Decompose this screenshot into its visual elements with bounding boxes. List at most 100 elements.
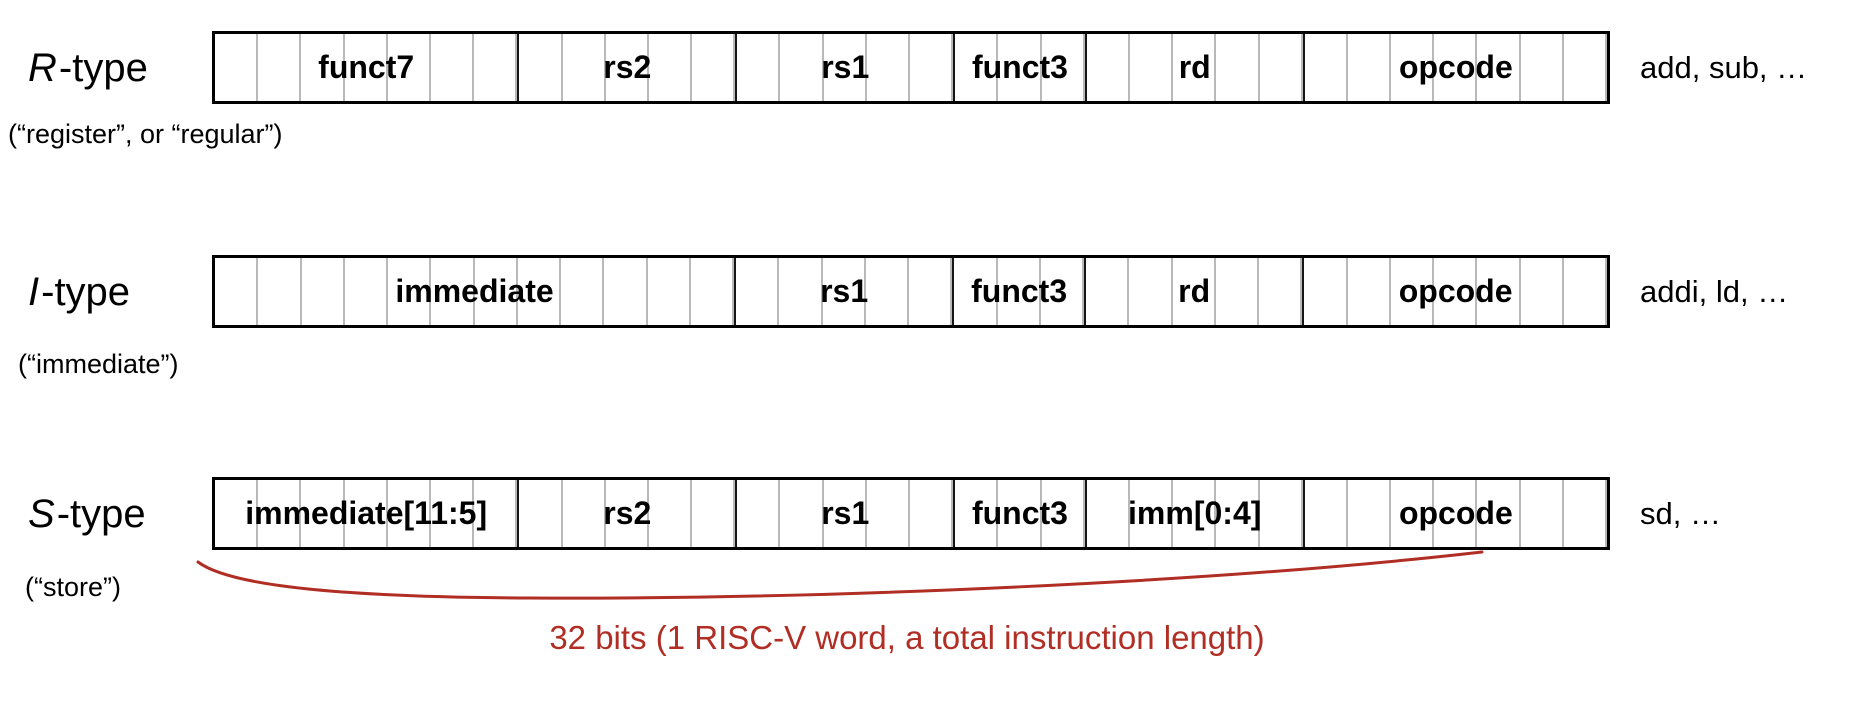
field-rs2: rs2 xyxy=(517,480,736,547)
field-rs1: rs1 xyxy=(735,480,954,547)
field-opcode: opcode xyxy=(1302,34,1607,101)
field-rs1: rs1 xyxy=(734,258,953,325)
bit-cell xyxy=(345,34,388,101)
bit-cell xyxy=(824,34,867,101)
row-subtitle-s-type: (“store”) xyxy=(25,572,121,602)
bit-cell xyxy=(606,480,649,547)
bit-cell xyxy=(518,258,561,325)
bit-cell xyxy=(215,258,259,325)
bit-cell xyxy=(1477,258,1521,325)
bit-cell xyxy=(1086,258,1130,325)
row-label-suffix: -type xyxy=(56,491,146,536)
bit-cell xyxy=(563,34,606,101)
bit-cell xyxy=(998,34,1042,101)
field-funct7: funct7 xyxy=(215,34,518,101)
bit-cell xyxy=(780,34,824,101)
bit-cell xyxy=(345,480,388,547)
bit-cell xyxy=(561,258,605,325)
bit-cell xyxy=(474,34,518,101)
bit-cell xyxy=(1391,34,1435,101)
brace-curve xyxy=(196,550,1484,600)
bit-cell xyxy=(258,34,302,101)
bit-cell xyxy=(955,480,999,547)
field-opcode: opcode xyxy=(1302,480,1607,547)
row-label-suffix: -type xyxy=(41,269,131,314)
bit-cell xyxy=(1087,34,1130,101)
bit-cell xyxy=(1434,258,1478,325)
bit-cell xyxy=(258,258,302,325)
bit-cell xyxy=(1521,258,1564,325)
bit-cell xyxy=(649,480,693,547)
bit-cell xyxy=(1348,34,1392,101)
bit-cell xyxy=(737,34,781,101)
example-instructions-i-type: addi, ld, … xyxy=(1640,273,1789,309)
row-label-italic: I xyxy=(28,269,40,314)
bit-cell xyxy=(779,258,823,325)
bit-cell xyxy=(649,34,693,101)
bit-cell xyxy=(1304,258,1348,325)
row-label-italic: S xyxy=(28,491,55,536)
bit-cell xyxy=(1305,480,1348,547)
field-rd: rd xyxy=(1084,258,1303,325)
example-instructions-r-type: add, sub, … xyxy=(1640,49,1808,85)
bit-cell xyxy=(215,34,259,101)
row-subtitle-i-type: (“immediate”) xyxy=(18,349,179,379)
span-brace xyxy=(196,550,1484,600)
field-rd: rd xyxy=(1084,34,1303,101)
bit-cell xyxy=(1521,34,1564,101)
field-immediate: immediate xyxy=(215,258,734,325)
bit-cell xyxy=(1173,480,1217,547)
bit-cell xyxy=(388,480,431,547)
bit-cell xyxy=(867,480,910,547)
bit-cell xyxy=(388,258,432,325)
bit-cell xyxy=(475,258,518,325)
bit-cell xyxy=(737,480,781,547)
bit-cell xyxy=(998,480,1042,547)
field-funct3: funct3 xyxy=(953,34,1085,101)
bit-cell xyxy=(1477,480,1521,547)
bit-cell xyxy=(824,480,867,547)
format-label-r-type: R-type xyxy=(28,31,148,104)
bit-cell xyxy=(563,480,606,547)
bit-cell xyxy=(604,258,648,325)
field-rs2: rs2 xyxy=(517,34,736,101)
bit-cell xyxy=(606,34,649,101)
bit-cell xyxy=(301,480,345,547)
bit-cell xyxy=(910,34,954,101)
bit-cell xyxy=(648,258,691,325)
bit-cell xyxy=(1564,480,1607,547)
bit-cell xyxy=(431,258,475,325)
bit-cell xyxy=(1173,34,1217,101)
bit-cell xyxy=(1173,258,1216,325)
bit-cell xyxy=(955,34,999,101)
bit-cell xyxy=(954,258,998,325)
bit-cell xyxy=(1041,258,1084,325)
format-label-i-type: I-type xyxy=(28,255,130,328)
bit-cell xyxy=(1564,34,1607,101)
bit-cell xyxy=(1129,258,1173,325)
row-label-suffix: -type xyxy=(58,45,148,90)
bit-cell xyxy=(780,480,824,547)
bit-cell xyxy=(998,258,1041,325)
bit-cell xyxy=(1042,34,1085,101)
bit-cell xyxy=(909,258,953,325)
bits-caption: 32 bits (1 RISC-V word, a total instruct… xyxy=(549,619,1265,656)
bit-cell xyxy=(736,258,780,325)
bit-cell xyxy=(691,258,734,325)
bit-cell xyxy=(519,34,563,101)
format-label-s-type: S-type xyxy=(28,477,146,550)
bit-cell xyxy=(301,34,345,101)
example-instructions-s-type: sd, … xyxy=(1640,495,1721,531)
row-label-italic: R xyxy=(28,45,57,90)
row-subtitle-r-type: (“register”, or “regular”) xyxy=(8,119,283,149)
bit-cell xyxy=(302,258,345,325)
bit-cell xyxy=(1521,480,1564,547)
bit-cell xyxy=(692,34,736,101)
bit-cell xyxy=(1042,480,1085,547)
field-opcode: opcode xyxy=(1302,258,1607,325)
bit-cell xyxy=(1434,480,1478,547)
bit-cell xyxy=(1391,258,1434,325)
